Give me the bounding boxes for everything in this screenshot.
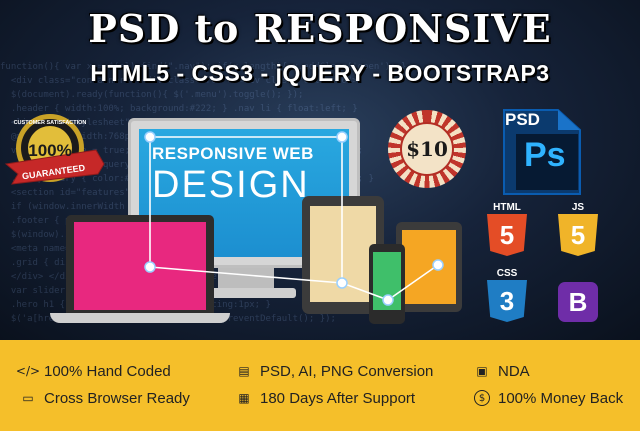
small-tablet-screen [402, 230, 456, 304]
clipboard-icon: ▣ [476, 364, 488, 378]
seal-top-text: CUSTOMER SATISFACTION [14, 120, 87, 126]
feature-label: Cross Browser Ready [44, 389, 190, 407]
js-number: 5 [570, 219, 586, 250]
monitor-base [198, 288, 296, 298]
feature-label: 180 Days After Support [260, 389, 416, 407]
browser-icon: ▭ [22, 391, 34, 405]
feature-label: 100% Money Back [498, 389, 624, 407]
file-icon: ▤ [238, 364, 250, 378]
seal-percent: 100% [28, 141, 71, 160]
feature-support: ▦ 180 Days After Support [236, 387, 415, 409]
satisfaction-seal: 100% GUARANTEED CUSTOMER SATISFACTION [4, 114, 105, 185]
price-value: $10 [406, 137, 448, 161]
monitor-text-line1: RESPONSIVE WEB [152, 144, 314, 163]
code-icon: </> [15, 364, 41, 378]
page-title: PSD to RESPONSIVE [88, 6, 552, 51]
hero-banner: function(){ var x = $(el).find(".nav"); … [0, 0, 640, 340]
js-tag: JS [571, 202, 585, 213]
wireframe-lines [144, 131, 444, 306]
feature-hand-coded: </> 100% Hand Coded [15, 360, 171, 382]
monitor-text-line2: DESIGN [152, 164, 310, 206]
feature-label: 100% Hand Coded [44, 362, 171, 380]
bootstrap-icon: B [555, 268, 601, 322]
html5-number: 5 [499, 219, 515, 250]
calendar-icon: ▦ [238, 391, 250, 405]
html5-tag: HTML [493, 202, 521, 213]
bootstrap-letter: B [568, 286, 588, 317]
photoshop-file-icon [503, 109, 581, 195]
feature-money-back: $ 100% Money Back [474, 387, 623, 409]
psd-label: PSD [505, 110, 540, 129]
css3-icon: CSS 3 [484, 268, 530, 322]
feature-conversion: ▤ PSD, AI, PNG Conversion [236, 360, 433, 382]
laptop-base [50, 313, 230, 323]
features-bar: </> 100% Hand Coded ▤ PSD, AI, PNG Conve… [0, 340, 640, 431]
feature-label: NDA [498, 362, 530, 380]
page-subtitle: HTML5 - CSS3 - jQUERY - BOOTSTRAP3 [90, 60, 550, 86]
feature-label: PSD, AI, PNG Conversion [260, 362, 434, 380]
css3-number: 3 [499, 285, 515, 316]
javascript-icon: JS 5 [555, 202, 601, 256]
ps-label: Ps [524, 136, 566, 174]
dollar-icon: $ [474, 390, 490, 406]
feature-cross-browser: ▭ Cross Browser Ready [20, 387, 190, 409]
html5-icon: HTML 5 [484, 202, 530, 256]
laptop-screen [74, 222, 206, 310]
css3-tag: CSS [496, 268, 518, 279]
price-badge: $10 [388, 110, 466, 188]
feature-nda: ▣ NDA [474, 360, 530, 382]
